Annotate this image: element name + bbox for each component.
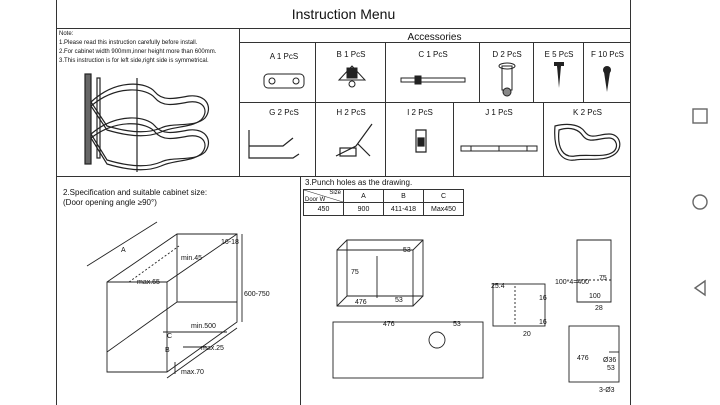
- bushing-icon: [498, 62, 516, 97]
- table-cell: 450: [303, 202, 344, 216]
- dim-label: max.70: [181, 369, 204, 376]
- dim-label: Ø36: [603, 357, 616, 364]
- table-corner-top: Size: [329, 190, 341, 196]
- dim-label: 53: [395, 297, 403, 304]
- dim-label: 476: [355, 299, 367, 306]
- divider: [543, 102, 544, 176]
- accessory-label-a: A 1 PcS: [269, 52, 299, 61]
- table-header: A: [343, 189, 384, 203]
- accessory-label-f: F 10 PcS: [591, 50, 624, 59]
- note-line: 3.This instruction is for left side,righ…: [59, 58, 209, 64]
- rail-strip-icon: [460, 145, 538, 152]
- dim-label: 75: [599, 275, 607, 282]
- dim-label: min.45: [181, 255, 202, 262]
- dim-label: 16-18: [221, 239, 239, 246]
- dim-label: 16: [539, 319, 547, 326]
- hinge-arm-icon: [335, 123, 373, 157]
- divider: [239, 28, 240, 176]
- threaded-rod-icon: [400, 75, 466, 85]
- accessory-label-c: C 1 PcS: [418, 50, 448, 59]
- screw-icon: [603, 66, 611, 92]
- dim-label: 100: [589, 293, 601, 300]
- page-title: Instruction Menu: [291, 6, 396, 22]
- table-corner-bottom: Door W: [305, 197, 326, 203]
- divider: [583, 42, 584, 102]
- accessory-label-i: I 2 PcS: [407, 108, 433, 117]
- table-cell: 411-418: [383, 202, 424, 216]
- dim-label: max.25: [201, 345, 224, 352]
- divider: [239, 102, 630, 103]
- note-heading: Note:: [59, 31, 74, 37]
- cabinet-dimension-drawing: A 16-18 min.45 max.65 600-750 min.500 C …: [86, 221, 270, 379]
- dim-label: 75: [351, 269, 359, 276]
- corner-basket-illustration: [84, 73, 210, 172]
- dim-label: min.500: [191, 323, 216, 330]
- divider: [385, 42, 386, 102]
- back-button[interactable]: [688, 276, 712, 300]
- divider: [453, 102, 454, 176]
- accessory-label-e: E 5 PcS: [544, 50, 574, 59]
- dim-label: 16: [539, 295, 547, 302]
- dim-label: A: [121, 247, 126, 254]
- accessory-label-b: B 1 PcS: [336, 50, 366, 59]
- divider: [57, 176, 630, 177]
- dim-label: 28: [595, 305, 603, 312]
- accessory-label-j: J 1 PcS: [485, 108, 513, 117]
- divider: [315, 42, 316, 102]
- accessory-label-k: K 2 PcS: [573, 108, 602, 117]
- note-line: 1.Please read this instruction carefully…: [59, 40, 198, 46]
- dim-label: 53: [607, 365, 615, 372]
- dim-label: 53: [403, 247, 411, 254]
- dim-label: 476: [383, 321, 395, 328]
- dim-label: 53: [453, 321, 461, 328]
- table-cell: Max450: [423, 202, 464, 216]
- spec-title-line: (Door opening angle ≥90°): [63, 198, 157, 207]
- dim-label: max.65: [137, 279, 160, 286]
- spec-title: 2.Specification and suitable cabinet siz…: [63, 188, 207, 208]
- punch-size-table: Size Door W A B C 450 900 411-418 Max450: [303, 189, 464, 216]
- dim-label: C: [167, 333, 172, 340]
- divider: [533, 42, 534, 102]
- dim-label: 20: [523, 331, 531, 338]
- home-button[interactable]: [688, 190, 712, 214]
- hinge-bracket-icon: [263, 73, 305, 89]
- divider: [315, 102, 316, 176]
- mounting-plate-icon: [337, 65, 367, 88]
- divider: [479, 42, 480, 102]
- triangle-icon: [693, 279, 706, 297]
- punch-title: 3.Punch holes as the drawing.: [305, 178, 413, 187]
- dim-label: 25.4: [491, 283, 505, 290]
- spec-title-line: 2.Specification and suitable cabinet siz…: [63, 188, 208, 197]
- accessories-title: Accessories: [407, 32, 462, 43]
- table-corner-cell: Size Door W: [303, 189, 344, 203]
- accessory-label-d: D 2 PcS: [492, 50, 522, 59]
- basket-shelf-icon: [554, 123, 621, 161]
- screw-icon: [554, 62, 564, 88]
- accessory-label-h: H 2 PcS: [336, 108, 366, 117]
- recent-apps-button[interactable]: [688, 104, 712, 128]
- divider: [57, 28, 630, 29]
- square-icon: [692, 108, 708, 124]
- navigation-bar: [680, 0, 720, 405]
- dim-label: 100*4=400: [555, 279, 589, 286]
- note-line: 2.For cabinet width 900mm,inner height m…: [59, 49, 217, 55]
- instruction-sheet: Instruction Menu Note: 1.Please read thi…: [56, 0, 631, 405]
- dim-label: B: [165, 347, 170, 354]
- table-header: C: [423, 189, 464, 203]
- punch-cabinet-drawing: 53 75 476 53 25.4 16 16 20 476 53 100*4=…: [332, 239, 620, 394]
- dim-label: 600-750: [244, 291, 270, 298]
- table-header: B: [383, 189, 424, 203]
- divider: [300, 176, 301, 405]
- divider: [239, 42, 630, 43]
- table-cell: 900: [343, 202, 384, 216]
- clip-icon: [415, 129, 427, 153]
- guide-rail-icon: [248, 130, 300, 159]
- dim-label: 476: [577, 355, 589, 362]
- circle-icon: [692, 194, 708, 210]
- divider: [385, 102, 386, 176]
- dim-label: 3-Ø3: [599, 387, 615, 394]
- accessory-label-g: G 2 PcS: [269, 108, 299, 117]
- note-block: Note: 1.Please read this instruction car…: [59, 30, 239, 66]
